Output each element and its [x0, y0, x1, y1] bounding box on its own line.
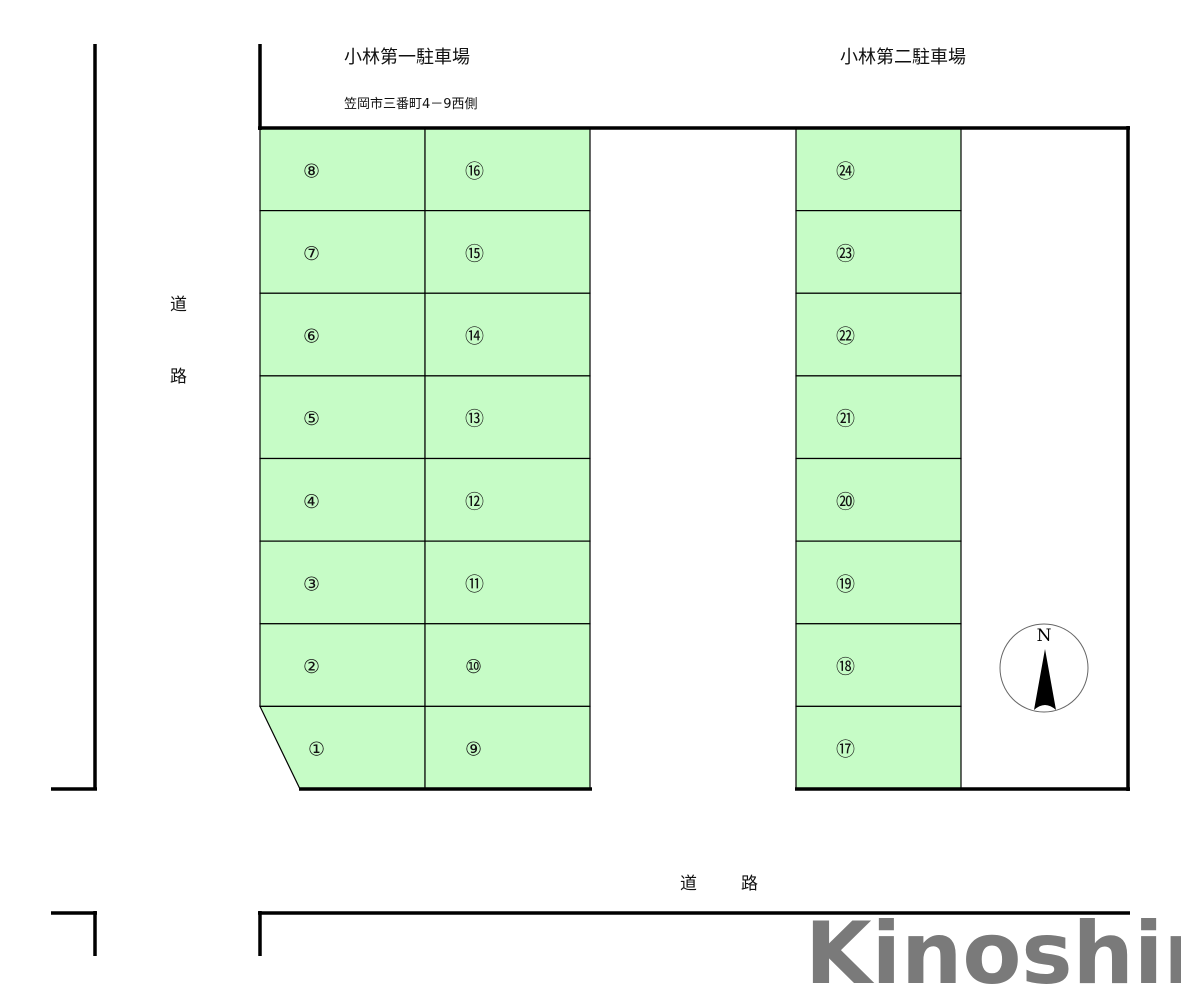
lot2-title: 小林第二駐車場 [840, 47, 966, 68]
bottom-road-label-1: 道 [680, 874, 697, 894]
parking-space-number: ⑮ [465, 243, 484, 265]
parking-space-number: ⑫ [465, 491, 484, 513]
parking-space-number: ⑩ [465, 656, 482, 678]
parking-space-number: ㉒ [836, 326, 855, 348]
parking-space [795, 127, 962, 212]
parking-space [795, 705, 962, 790]
parking-space [795, 540, 962, 625]
north-arrow-icon: N [999, 623, 1089, 713]
parking-space [424, 457, 591, 542]
parking-space-number: ① [308, 739, 325, 761]
parking-space [259, 705, 426, 790]
parking-space-number: ⑰ [836, 739, 855, 761]
boundary-lines [51, 44, 1130, 956]
parking-space [424, 127, 591, 212]
left-road-label-1: 道 [170, 295, 187, 315]
parking-space-number: ⑤ [303, 408, 320, 430]
parking-space-number: ⑥ [303, 326, 320, 348]
parking-space-number: ④ [303, 491, 320, 513]
parking-space-number: ③ [303, 573, 320, 595]
parking-space-number: ㉓ [836, 243, 855, 265]
parking-space [795, 623, 962, 707]
parking-space [795, 457, 962, 542]
parking-space-number: ⑬ [465, 408, 484, 430]
parking-space-number: ⑱ [836, 656, 855, 678]
parking-space-number: ② [303, 656, 320, 678]
parking-space-number: ⑧ [303, 160, 320, 182]
parking-space [259, 375, 426, 460]
parking-space-number: ㉑ [836, 408, 855, 430]
left-road-label-2: 路 [170, 367, 187, 387]
parking-space [424, 705, 591, 790]
parking-space-number: ㉔ [836, 160, 855, 182]
parking-space-number: ⑨ [465, 739, 482, 761]
compass-label: N [1037, 626, 1052, 646]
parking-space [795, 375, 962, 460]
parking-space-number: ⑯ [465, 160, 484, 182]
lot1-title: 小林第一駐車場 [344, 47, 470, 68]
parking-space-number: ⑦ [303, 243, 320, 265]
parking-space [795, 210, 962, 294]
parking-space-number: ⑪ [465, 573, 484, 595]
parking-space-number: ⑲ [836, 573, 855, 595]
parking-space [259, 623, 426, 707]
parking-space [259, 540, 426, 625]
parking-space [424, 540, 591, 625]
parking-space-number: ⑭ [465, 326, 484, 348]
parking-space [424, 375, 591, 460]
parking-space [424, 292, 591, 377]
watermark: Kinoshin [805, 904, 1181, 1000]
parking-space [424, 623, 591, 707]
bottom-road-label-2: 路 [741, 874, 758, 894]
parking-space [259, 127, 426, 212]
parking-space [259, 457, 426, 542]
parking-space [259, 292, 426, 377]
lot1-address: 笠岡市三番町4－9西側 [344, 96, 478, 112]
parking-space [424, 210, 591, 294]
parking-space [795, 292, 962, 377]
parking-space-number: ⑳ [836, 491, 855, 513]
parking-space [259, 210, 426, 294]
